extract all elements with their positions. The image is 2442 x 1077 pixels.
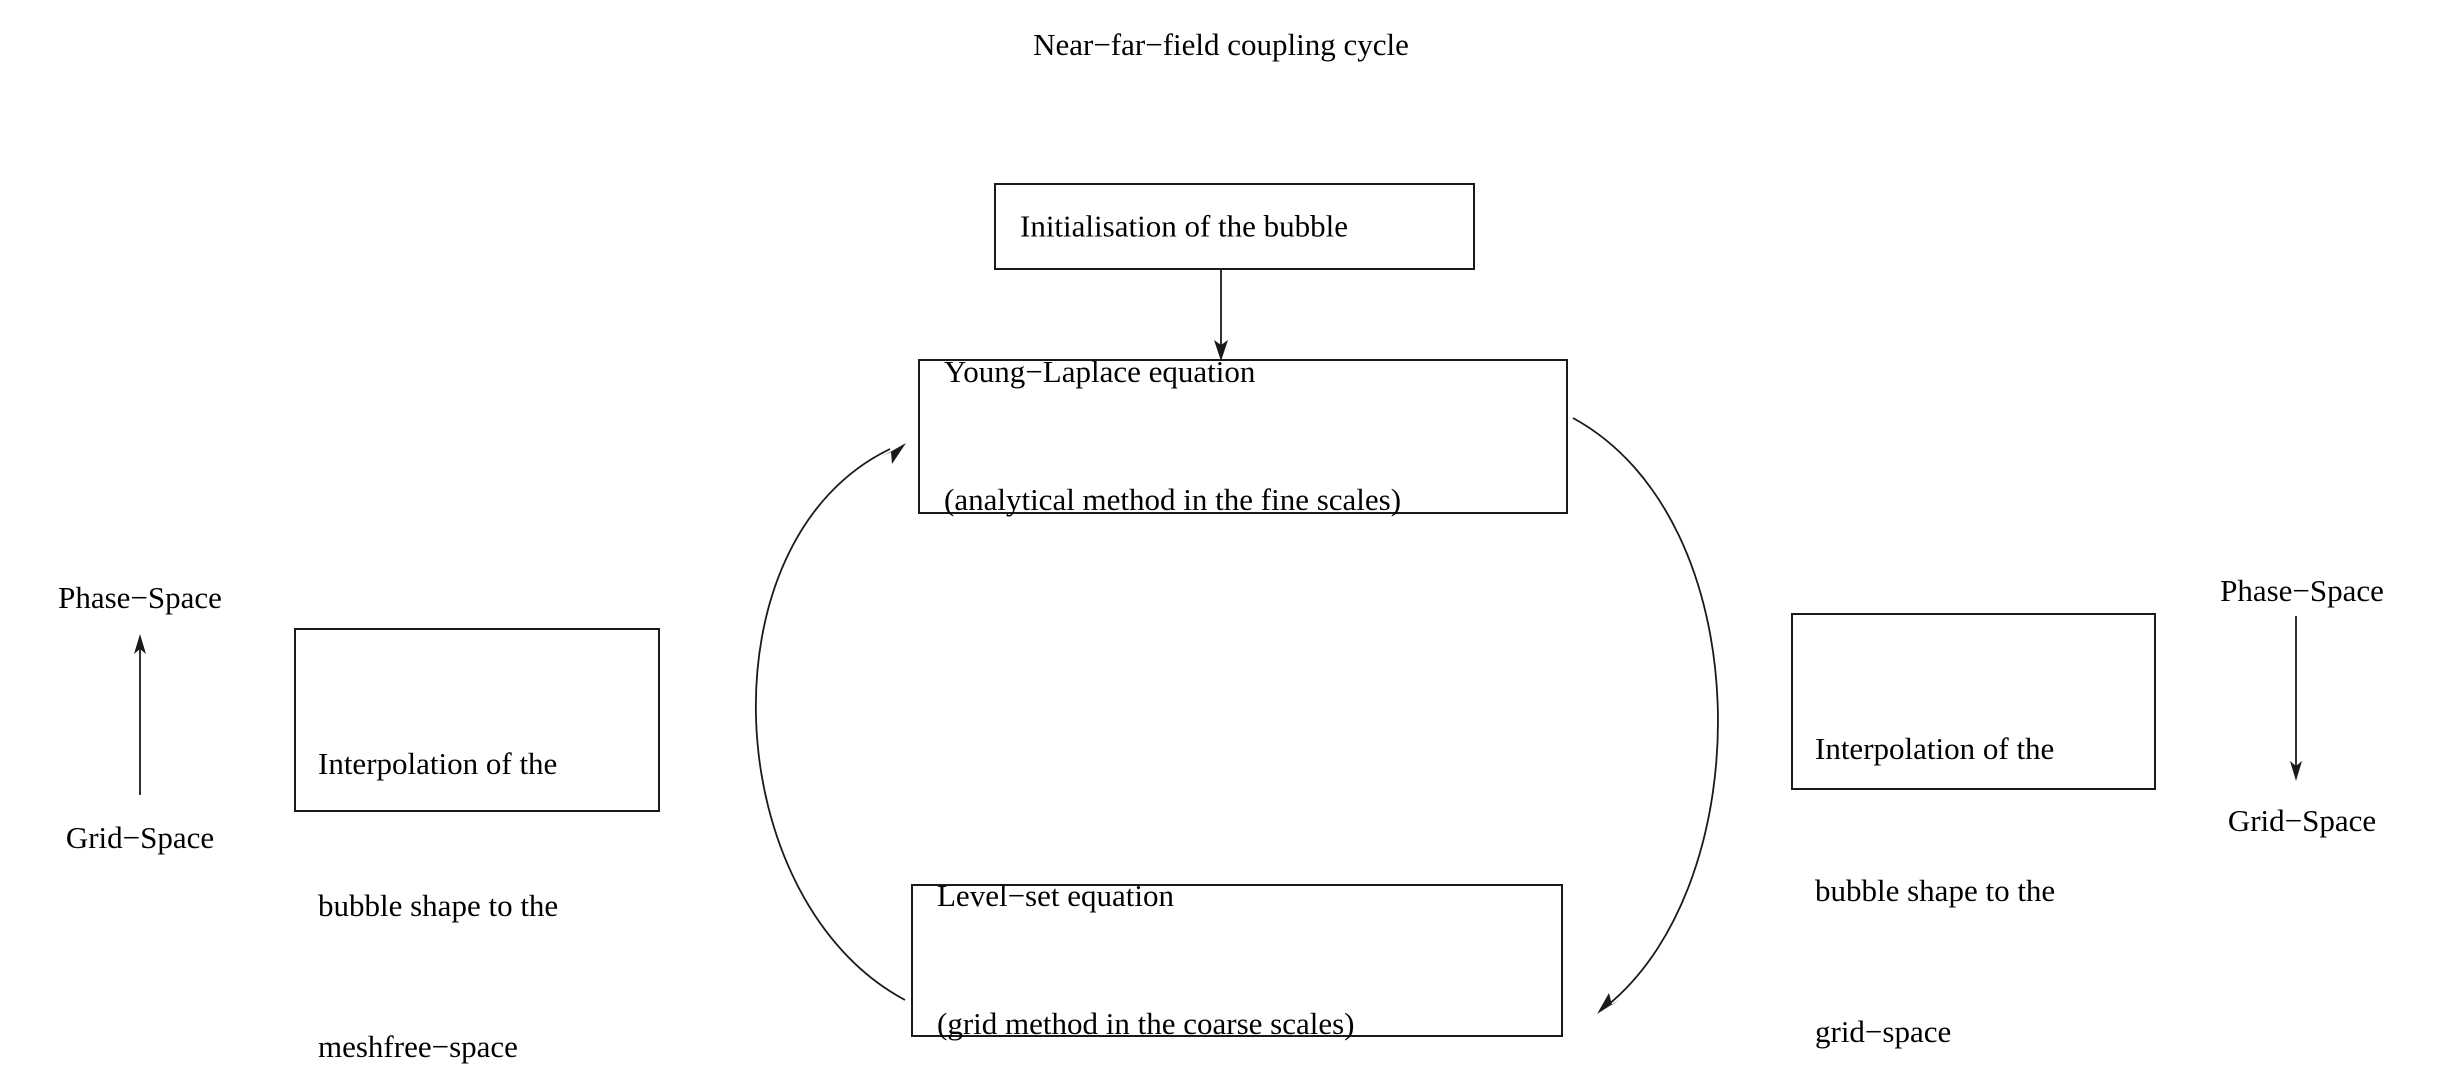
edge-level-set-to-young-laplace — [755, 443, 906, 1001]
node-initialisation-label: Initialisation of the bubble — [1020, 208, 1349, 244]
axis-left-top-label: Phase−Space — [58, 580, 222, 615]
node-interpolation-grid-line2: bubble shape to the — [1815, 872, 2056, 908]
node-level-set-line2: (grid method in the coarse scales) — [937, 1006, 1355, 1042]
node-young-laplace[interactable]: Young−Laplace equation (analytical metho… — [918, 354, 1568, 517]
node-level-set-line1: Level−set equation — [937, 877, 1174, 913]
node-level-set[interactable]: Level−set equation (grid method in the c… — [911, 878, 1563, 1041]
edge-young-laplace-to-level-set — [1572, 417, 1719, 1014]
axis-right-bottom-label: Grid−Space — [2227, 803, 2377, 838]
node-interpolation-meshfree-line1: Interpolation of the — [318, 746, 558, 782]
axis-left-bottom-label: Grid−Space — [65, 820, 215, 855]
node-initialisation[interactable]: Initialisation of the bubble — [994, 183, 1475, 270]
node-interpolation-meshfree-line3: meshfree−space — [318, 1028, 518, 1064]
node-young-laplace-line1: Young−Laplace equation — [944, 353, 1256, 389]
node-interpolation-grid[interactable]: Interpolation of the bubble shape to the… — [1791, 613, 2156, 1049]
node-interpolation-grid-line1: Interpolation of the — [1815, 731, 2055, 767]
axis-right-top-label: Phase−Space — [2220, 573, 2384, 608]
axis-arrow-right — [2290, 616, 2302, 781]
diagram-title: Near−far−field coupling cycle — [1033, 27, 1409, 62]
node-interpolation-grid-line3: grid−space — [1815, 1013, 1952, 1049]
node-interpolation-meshfree-line2: bubble shape to the — [318, 887, 559, 923]
node-young-laplace-line2: (analytical method in the fine scales) — [944, 482, 1402, 518]
node-interpolation-meshfree[interactable]: Interpolation of the bubble shape to the… — [294, 628, 660, 1064]
axis-arrow-left — [134, 634, 146, 795]
